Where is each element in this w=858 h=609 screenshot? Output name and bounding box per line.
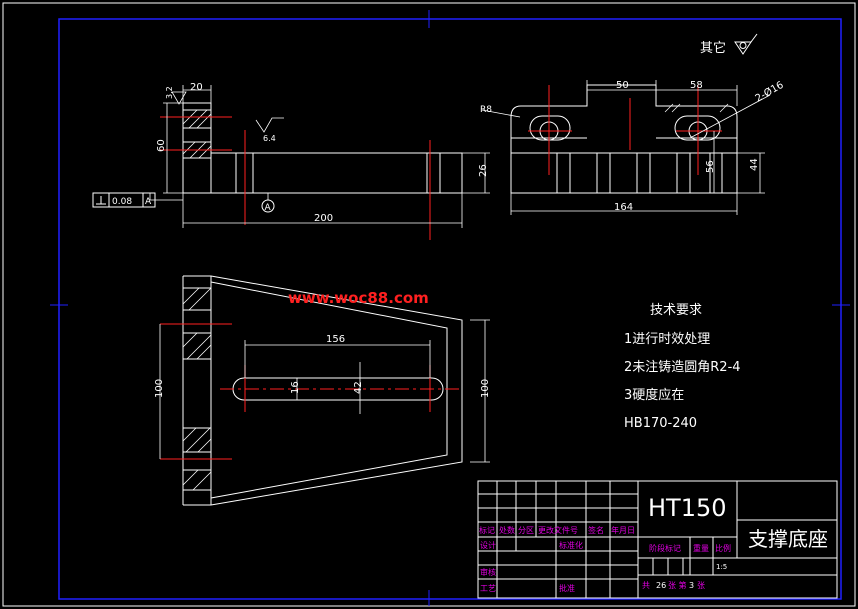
part-name: 支撑底座 bbox=[748, 527, 828, 551]
side-hatch bbox=[664, 103, 729, 113]
svg-text:其它: 其它 bbox=[700, 40, 726, 56]
title-block-text: HT150 支撑底座 标记 处数 分区 更改文件号 签名 年月日 设计 标准化 … bbox=[479, 494, 828, 593]
svg-text:0.08: 0.08 bbox=[112, 197, 132, 207]
svg-text:44: 44 bbox=[749, 158, 760, 171]
front-view bbox=[182, 102, 463, 194]
svg-text:26: 26 bbox=[478, 164, 489, 177]
svg-text:处数: 处数 bbox=[499, 525, 515, 535]
svg-text:16: 16 bbox=[290, 381, 301, 394]
top-hatch bbox=[182, 287, 212, 491]
side-view bbox=[510, 84, 738, 194]
tech-item-4: HB170-240 bbox=[624, 416, 697, 431]
svg-text:重量: 重量 bbox=[693, 543, 709, 553]
svg-text:分区: 分区 bbox=[518, 526, 534, 535]
side-centerlines bbox=[528, 85, 722, 175]
tolerance-frame: 0.08 A bbox=[92, 192, 156, 208]
svg-text:6.4: 6.4 bbox=[263, 134, 276, 143]
svg-text:阶段标记: 阶段标记 bbox=[649, 543, 681, 553]
top-view bbox=[182, 275, 463, 506]
svg-text:56: 56 bbox=[705, 160, 716, 173]
svg-text:张: 张 bbox=[697, 581, 705, 590]
datum-a-symbol: A bbox=[261, 199, 275, 213]
svg-text:3: 3 bbox=[689, 581, 694, 590]
svg-text:164: 164 bbox=[614, 202, 633, 213]
front-dimensions bbox=[149, 85, 490, 228]
svg-text:26: 26 bbox=[656, 581, 666, 590]
front-hatch bbox=[182, 109, 212, 159]
svg-text:张 第: 张 第 bbox=[668, 580, 687, 590]
front-centerlines bbox=[160, 116, 431, 240]
svg-text:58: 58 bbox=[690, 80, 703, 91]
material: HT150 bbox=[648, 494, 727, 522]
svg-text:A: A bbox=[145, 197, 152, 207]
top-dimensions bbox=[159, 319, 490, 463]
tech-title: 技术要求 bbox=[650, 303, 702, 318]
svg-text:100: 100 bbox=[154, 379, 165, 398]
roughness-other: 其它 bbox=[700, 33, 758, 56]
svg-text:签名: 签名 bbox=[588, 525, 604, 535]
tech-item-1: 1进行时效处理 bbox=[624, 332, 710, 347]
svg-text:3.2: 3.2 bbox=[165, 86, 174, 99]
svg-text:A: A bbox=[265, 203, 272, 213]
svg-text:156: 156 bbox=[326, 334, 345, 345]
svg-text:2-Ø16: 2-Ø16 bbox=[753, 79, 785, 105]
svg-text:50: 50 bbox=[616, 80, 629, 91]
svg-text:100: 100 bbox=[480, 379, 491, 398]
top-dim-text: 156 16 42 100 100 bbox=[154, 334, 491, 398]
svg-text:更改文件号: 更改文件号 bbox=[538, 525, 578, 535]
svg-text:工艺: 工艺 bbox=[480, 584, 496, 593]
svg-text:20: 20 bbox=[190, 82, 203, 93]
svg-text:批准: 批准 bbox=[559, 583, 575, 593]
tech-requirements: 技术要求 1进行时效处理 2未注铸造圆角R2-4 3硬度应在 HB170-240 bbox=[624, 303, 741, 431]
svg-text:R8: R8 bbox=[480, 105, 492, 115]
svg-text:200: 200 bbox=[314, 213, 333, 224]
tech-item-3: 3硬度应在 bbox=[624, 387, 684, 403]
top-centerlines bbox=[160, 323, 460, 460]
tech-item-2: 2未注铸造圆角R2-4 bbox=[624, 359, 741, 375]
svg-text:60: 60 bbox=[156, 139, 167, 152]
svg-text:1:5: 1:5 bbox=[716, 563, 727, 571]
side-dimensions bbox=[481, 80, 771, 215]
svg-text:42: 42 bbox=[353, 381, 364, 394]
svg-text:标准化: 标准化 bbox=[559, 540, 583, 550]
svg-text:设计: 设计 bbox=[480, 540, 496, 550]
svg-text:年月日: 年月日 bbox=[611, 525, 635, 535]
front-dim-text: 20 60 26 200 3.2 6.4 bbox=[156, 82, 489, 224]
watermark: www.woc88.com bbox=[288, 289, 429, 307]
svg-text:比例: 比例 bbox=[715, 543, 731, 553]
svg-text:共: 共 bbox=[642, 581, 650, 590]
svg-text:审核: 审核 bbox=[480, 567, 496, 577]
svg-text:标记: 标记 bbox=[479, 525, 495, 535]
title-block bbox=[477, 480, 838, 599]
